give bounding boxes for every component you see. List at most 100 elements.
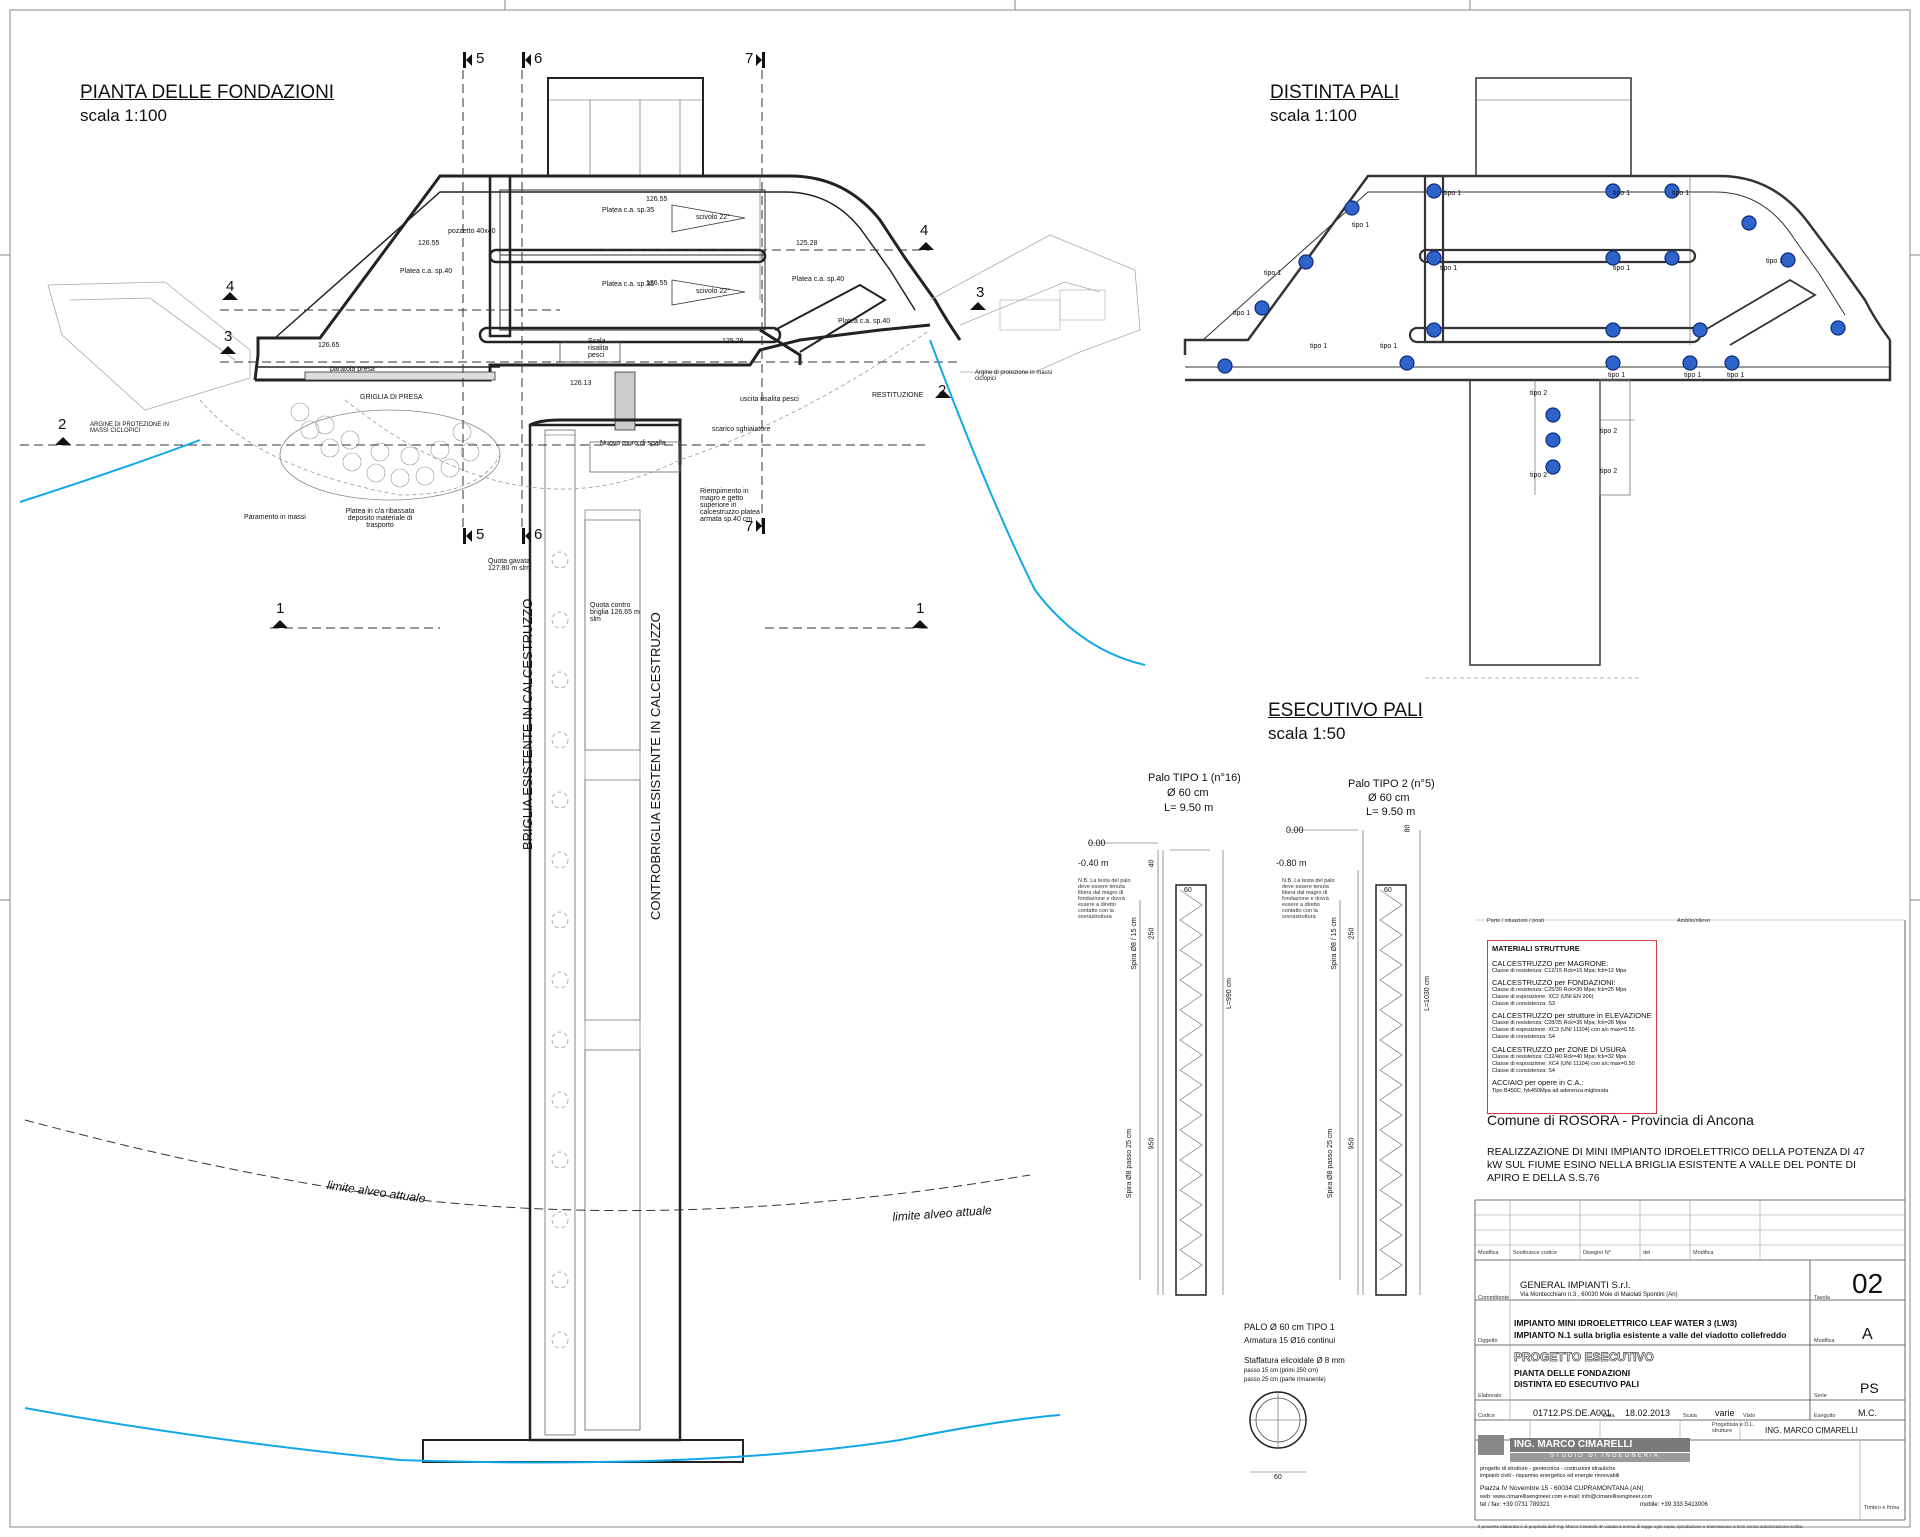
palo1-d950: 950 [1148,1137,1156,1150]
pile-type2-body [1375,884,1407,1296]
paratoia-presa-note: paratoia presa [330,366,375,373]
rev-col: Disegno N° [1583,1250,1611,1256]
studio-name: ING. MARCO CIMARELLI [1514,1439,1633,1450]
nuovo-muro-note: Nuovo muro di spalla [600,440,666,447]
palo1-len: L= 9.50 m [1164,802,1214,814]
rev-col: Sostituisce codice [1513,1250,1558,1256]
data-value: 18.02.2013 [1625,1408,1671,1418]
mat-group-title: CALCESTRUZZO per MAGRONE: [1492,959,1609,968]
footer-note: Il presente elaborato è di proprietà del… [1478,1524,1804,1529]
level-3: 126.55 [418,240,440,247]
tipo-label: tipo 1 [1440,265,1458,272]
materials-table: MATERIALI STRUTTURE CALCESTRUZZO per MAG… [1487,940,1657,1114]
section-3-right: 3 [976,284,985,301]
palo2-d250: 250 [1348,927,1356,940]
mat-line: Classe di esposizione: XC3 (UNI 11104) c… [1492,1027,1635,1033]
rev-col: Modifica [1478,1250,1499,1256]
modifica-value: A [1862,1326,1873,1343]
mat-group-title: CALCESTRUZZO per strutture in ELEVAZIONE [1492,1011,1652,1020]
serie-label: Serie [1814,1393,1827,1399]
tipo-label: tipo 1 [1310,343,1328,350]
studio-services-1: progetto di strutture - geotecnica - cos… [1480,1466,1616,1472]
level-6: 126.65 [318,342,340,349]
committente-addr: Via Montecchiaro n.3 , 60030 Moie di Mai… [1520,1292,1678,1298]
palo2-width: 60 [1384,887,1392,894]
progettista-label: Progettista e D.L. strutture [1712,1422,1755,1434]
pile-markers [1217,183,1846,475]
griglia-label: GRIGLIA DI PRESA [360,394,423,401]
tipo-label: tipo 1 [1727,372,1745,379]
palo2-name: Palo TIPO 2 (n°5) [1348,778,1435,790]
visto-label: Visto [1743,1413,1756,1419]
pozzetto-note: pozzetto 40x40 [448,228,496,235]
palo2-diam: Ø 60 cm [1368,792,1410,804]
controbriglia-label: CONTROBRIGLIA ESISTENTE IN CALCESTRUZZO [648,612,663,920]
studio-services-2: impianti civili - risparmio energetico e… [1480,1473,1620,1479]
scivolo-1: scivolo 22° [696,214,730,221]
tipo-label: tipo 1 [1233,310,1251,317]
tipo-label: tipo 1 [1608,372,1626,379]
data-label: Data [1603,1413,1615,1419]
argine-right-note: Argine di protezione in massi ciclopici [975,370,1053,382]
section-3-left: 3 [224,328,233,345]
progetto-esecutivo: PROGETTO ESECUTIVO [1514,1350,1655,1365]
plan-title: PIANTA DELLE FONDAZIONI [80,82,335,103]
palo2-head: -0.80 m [1276,858,1307,868]
esecutivo-scale: scala 1:50 [1268,724,1346,743]
palo2-spira2: Spira Ø8 passo 25 cm [1327,1128,1335,1199]
palo1-d40: 40 [1148,859,1156,868]
section-staffatura: Staffatura elicoidale Ø 8 mm [1244,1356,1345,1365]
platea-ribassata-note: Platea in c/a ribassata deposito materia… [345,508,415,529]
palo1-nb: N.B. La testa del palo deve essere tenut… [1078,878,1131,920]
eseguito-label: Eseguito [1814,1413,1836,1419]
palo1-top: 0.00 [1088,838,1106,848]
platea-label-4: Platea c.a. sp.40 [792,276,845,283]
elaborato-line-1: PIANTA DELLE FONDAZIONI [1514,1368,1631,1378]
title-block [1474,919,1906,1521]
oggetto-label: Oggetto [1478,1338,1498,1344]
quota-gavata: Quota gavata 127.80 m slm [488,558,531,572]
palo1-diam: Ø 60 cm [1167,787,1209,799]
tb-header-right: Ambito/rilievo [1677,918,1711,924]
section-7-bottom: 7 [745,518,754,535]
tipo-label: tipo 1 [1380,343,1398,350]
distinta-title: DISTINTA PALI [1270,82,1400,103]
eseguito-value: M.C. [1858,1408,1877,1418]
serie-value: PS [1860,1380,1879,1396]
section-passo1: passo 15 cm (primi 250 cm) [1244,1368,1319,1374]
section-title: PALO Ø 60 cm TIPO 1 [1244,1322,1335,1332]
river-line-bottom [24,1407,1061,1464]
tipo2-label: tipo 2 [1600,468,1618,475]
impianto-line-2: IMPIANTO N.1 sulla briglia esistente a v… [1514,1330,1787,1340]
scala-risalita-note: Scala risalita pesci [588,338,609,359]
tipo2-label: tipo 2 [1600,428,1618,435]
palo1-width: 60 [1184,887,1192,894]
level-1: 126.55 [646,196,668,203]
tavola-number: 02 [1852,1268,1884,1299]
briglia-label: BRIGLIA ESISTENTE IN CALCESTRUZZO [520,598,535,850]
section-2-right: 2 [938,382,947,399]
rev-col: Modifica [1693,1250,1714,1256]
palo1-spira2: Spira Ø8 passo 25 cm [1126,1128,1134,1199]
studio-web: web: www.cimarellisengineer.com e-mail: … [1480,1494,1653,1500]
palo1-spira1: Spira Ø8 / 15 cm [1130,917,1138,970]
mat-group-title: ACCIAIO per opere in C.A.: [1492,1078,1584,1087]
section-1-left: 1 [276,600,285,617]
mat-line: Classe di esposizione: XC4 (UNI 11104) c… [1492,1061,1635,1067]
comune: Comune di ROSORA - Provincia di Ancona [1487,1112,1754,1128]
elaborato-label: Elaborato [1478,1393,1502,1399]
plan-scale: scala 1:100 [80,106,167,125]
tipo2-label: tipo 2 [1530,472,1548,479]
foundation-plan [19,52,1146,1464]
studio-tel: tel / fax: +39 0731 789321 [1480,1502,1550,1508]
mat-line: Classe di consistenza: S4 [1492,1034,1555,1040]
scala-value: varie [1715,1408,1735,1418]
section-armatura: Armatura 15 Ø16 continui [1244,1336,1336,1345]
scala-label: Scala [1683,1413,1697,1419]
palo2-nb: N.B. La testa del palo deve essere tenut… [1282,878,1335,920]
palo2-spira1: Spira Ø8 / 15 cm [1330,917,1338,970]
oggetto-lavori: REALIZZAZIONE DI MINI IMPIANTO IDROELETT… [1487,1146,1865,1184]
esecutivo-title: ESECUTIVO PALI [1268,700,1423,721]
palo2-d950: 950 [1348,1137,1356,1150]
